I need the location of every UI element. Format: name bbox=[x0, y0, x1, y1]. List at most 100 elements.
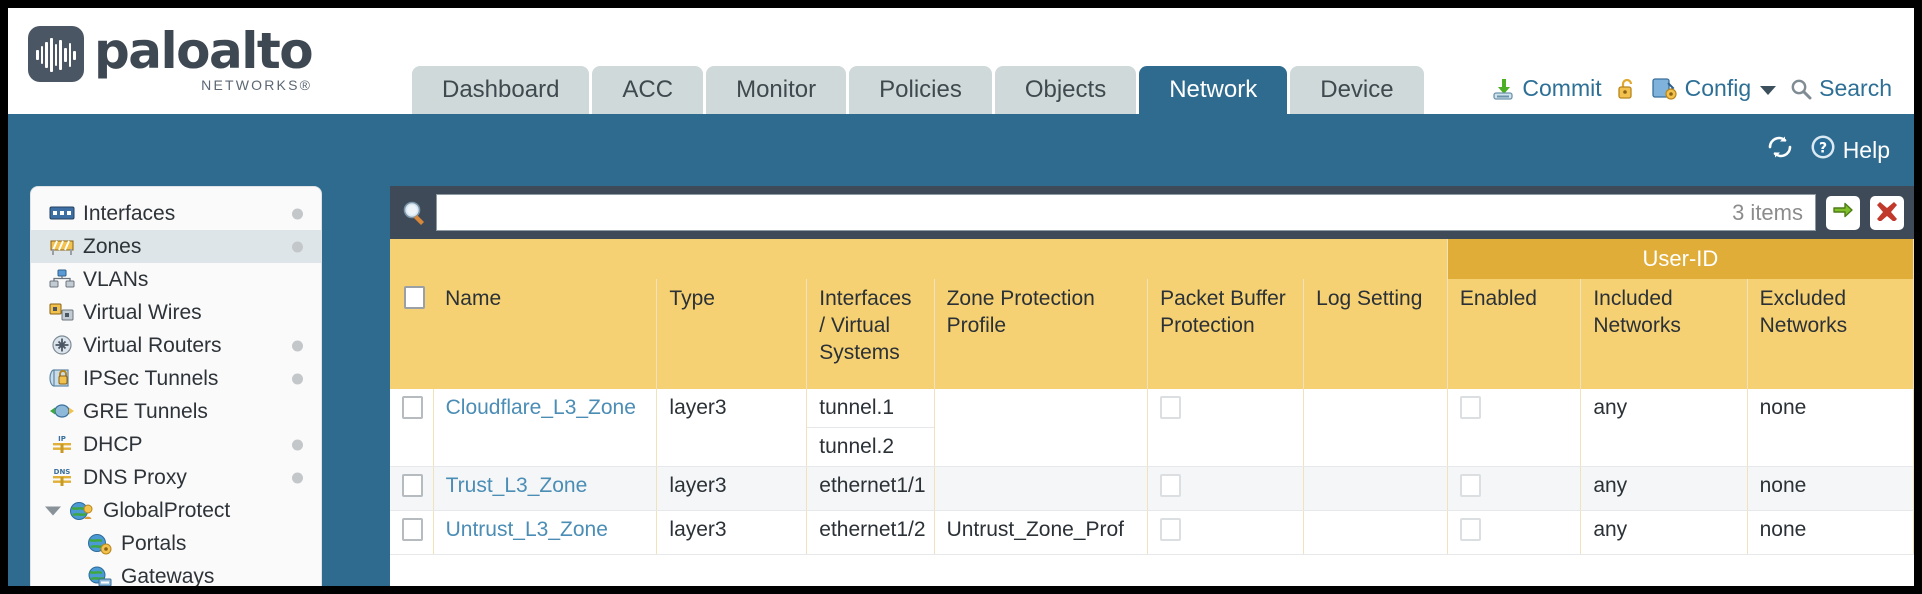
zone-name-link[interactable]: Trust_L3_Zone bbox=[445, 474, 588, 497]
packet-buffer-protection-checkbox[interactable] bbox=[1160, 518, 1182, 541]
sidebar-item-label: Virtual Routers bbox=[83, 333, 222, 357]
config-lock-button[interactable] bbox=[1616, 77, 1638, 101]
cell-user-id-enabled[interactable] bbox=[1447, 466, 1582, 511]
global-search-button[interactable]: Search bbox=[1790, 75, 1892, 102]
sidebar-item-zones[interactable]: Zones bbox=[31, 230, 321, 263]
help-button[interactable]: ? Help bbox=[1810, 134, 1890, 166]
table-row[interactable]: Trust_L3_Zone layer3 ethernet1/1 any bbox=[390, 466, 1914, 511]
sidebar-item-interfaces[interactable]: Interfaces bbox=[31, 197, 321, 230]
col-header-type[interactable]: Type bbox=[656, 279, 808, 389]
sidebar-item-virtual-routers[interactable]: Virtual Routers bbox=[31, 329, 321, 362]
zone-name-link[interactable]: Cloudflare_L3_Zone bbox=[445, 396, 636, 419]
table-row[interactable]: Untrust_L3_Zone layer3 ethernet1/2 Untru… bbox=[390, 510, 1914, 555]
tab-dashboard[interactable]: Dashboard bbox=[412, 65, 590, 114]
search-magnifier-icon bbox=[1790, 78, 1812, 100]
col-header-enabled[interactable]: Enabled bbox=[1447, 279, 1582, 389]
sidebar-item-globalprotect[interactable]: GlobalProtect bbox=[31, 494, 321, 527]
brand-name: paloalto bbox=[94, 22, 314, 80]
user-id-enabled-checkbox[interactable] bbox=[1459, 396, 1481, 419]
chevron-down-icon[interactable] bbox=[1760, 86, 1777, 95]
refresh-button[interactable] bbox=[1766, 134, 1794, 166]
clear-filter-button[interactable] bbox=[1870, 195, 1904, 230]
dns-proxy-icon: DNS bbox=[49, 467, 75, 489]
sidebar-item-label: IPSec Tunnels bbox=[83, 366, 219, 390]
commit-button[interactable]: Commit bbox=[1491, 75, 1602, 102]
row-select-cell[interactable] bbox=[390, 510, 434, 555]
sidebar-item-label: Interfaces bbox=[83, 201, 176, 225]
row-checkbox[interactable] bbox=[402, 518, 423, 541]
tab-policies[interactable]: Policies bbox=[849, 65, 992, 114]
search-label: Search bbox=[1819, 75, 1892, 101]
sidebar-item-portals[interactable]: Portals bbox=[31, 527, 321, 560]
cell-interfaces: tunnel.1 tunnel.2 bbox=[806, 389, 935, 467]
cell-name[interactable]: Cloudflare_L3_Zone bbox=[433, 389, 658, 467]
tab-device[interactable]: Device bbox=[1290, 65, 1424, 114]
interfaces-icon bbox=[49, 203, 75, 225]
col-header-interfaces[interactable]: Interfaces / Virtual Systems bbox=[806, 279, 935, 389]
apply-filter-button[interactable] bbox=[1826, 195, 1860, 230]
cell-excluded-networks: none bbox=[1747, 510, 1914, 555]
config-menu-button[interactable]: Config bbox=[1651, 75, 1777, 102]
band-actions: ? Help bbox=[1766, 134, 1890, 166]
sidebar-item-gre-tunnels[interactable]: GRE Tunnels bbox=[31, 395, 321, 428]
sidebar-item-dns-proxy[interactable]: DNS DNS Proxy bbox=[31, 461, 321, 494]
sidebar-item-vlans[interactable]: VLANs bbox=[31, 263, 321, 296]
gateways-icon bbox=[87, 566, 113, 586]
user-id-enabled-checkbox[interactable] bbox=[1459, 518, 1481, 541]
col-header-zone-protection-profile[interactable]: Zone Protection Profile bbox=[934, 279, 1149, 389]
search-input[interactable]: 3 items bbox=[436, 194, 1816, 231]
tab-objects[interactable]: Objects bbox=[994, 65, 1137, 114]
select-all-header[interactable] bbox=[390, 279, 434, 389]
help-label: Help bbox=[1842, 136, 1890, 163]
virtual-routers-icon bbox=[49, 334, 75, 357]
clear-filter-x-icon bbox=[1875, 199, 1899, 226]
cell-packet-buffer-protection[interactable] bbox=[1147, 389, 1305, 467]
packet-buffer-protection-checkbox[interactable] bbox=[1160, 474, 1182, 497]
tab-acc[interactable]: ACC bbox=[592, 65, 704, 114]
cell-included-networks: any bbox=[1580, 466, 1748, 511]
cell-user-id-enabled[interactable] bbox=[1447, 510, 1582, 555]
cell-user-id-enabled[interactable] bbox=[1447, 389, 1582, 467]
row-select-cell[interactable] bbox=[390, 389, 434, 467]
dhcp-icon: IP bbox=[49, 434, 75, 456]
brand-logo[interactable]: paloalto NETWORKS® bbox=[28, 22, 314, 92]
user-id-enabled-checkbox[interactable] bbox=[1459, 474, 1481, 497]
col-header-name[interactable]: Name bbox=[433, 279, 658, 389]
interface-entry: tunnel.1 bbox=[807, 389, 934, 428]
tree-expand-caret-icon[interactable] bbox=[45, 506, 61, 515]
commit-label: Commit bbox=[1522, 75, 1602, 101]
tab-monitor[interactable]: Monitor bbox=[706, 65, 847, 114]
row-select-cell[interactable] bbox=[390, 466, 434, 511]
col-header-included-networks[interactable]: Included Networks bbox=[1580, 279, 1748, 389]
col-header-excluded-networks[interactable]: Excluded Networks bbox=[1747, 279, 1914, 389]
sidebar-item-gateways[interactable]: Gateways bbox=[31, 560, 321, 586]
zone-name-link[interactable]: Untrust_L3_Zone bbox=[445, 518, 608, 541]
cell-packet-buffer-protection[interactable] bbox=[1147, 510, 1305, 555]
cell-name[interactable]: Untrust_L3_Zone bbox=[433, 510, 658, 555]
sidebar-status-dot bbox=[292, 208, 303, 219]
top-toolbar: Commit bbox=[1491, 75, 1892, 102]
sidebar-item-dhcp[interactable]: IP DHCP bbox=[31, 428, 321, 461]
col-header-log-setting[interactable]: Log Setting bbox=[1303, 279, 1448, 389]
tab-network[interactable]: Network bbox=[1139, 65, 1288, 114]
apply-filter-arrow-icon bbox=[1831, 199, 1855, 226]
row-checkbox[interactable] bbox=[402, 396, 423, 419]
zones-table: User-ID Name Type Interfaces / Virtual S… bbox=[390, 239, 1914, 555]
sidebar-status-dot bbox=[292, 241, 303, 252]
search-filter-icon[interactable] bbox=[400, 199, 430, 227]
sidebar-item-virtual-wires[interactable]: Virtual Wires bbox=[31, 296, 321, 329]
select-all-checkbox[interactable] bbox=[404, 286, 425, 309]
sidebar-status-dot bbox=[292, 472, 303, 483]
sidebar-item-ipsec-tunnels[interactable]: IPSec Tunnels bbox=[31, 362, 321, 395]
main-tab-bar[interactable]: Dashboard ACC Monitor Policies Objects N… bbox=[412, 65, 1424, 114]
row-checkbox[interactable] bbox=[402, 474, 423, 497]
cell-zone-protection-profile bbox=[934, 389, 1149, 467]
sidebar-item-label: DNS Proxy bbox=[83, 465, 187, 489]
col-header-packet-buffer-protection[interactable]: Packet Buffer Protection bbox=[1147, 279, 1305, 389]
cell-packet-buffer-protection[interactable] bbox=[1147, 466, 1305, 511]
sidebar-item-label: GlobalProtect bbox=[103, 498, 231, 522]
sidebar-item-label: GRE Tunnels bbox=[83, 399, 208, 423]
cell-included-networks: any bbox=[1580, 389, 1748, 467]
cell-name[interactable]: Trust_L3_Zone bbox=[433, 466, 658, 511]
packet-buffer-protection-checkbox[interactable] bbox=[1160, 396, 1182, 419]
